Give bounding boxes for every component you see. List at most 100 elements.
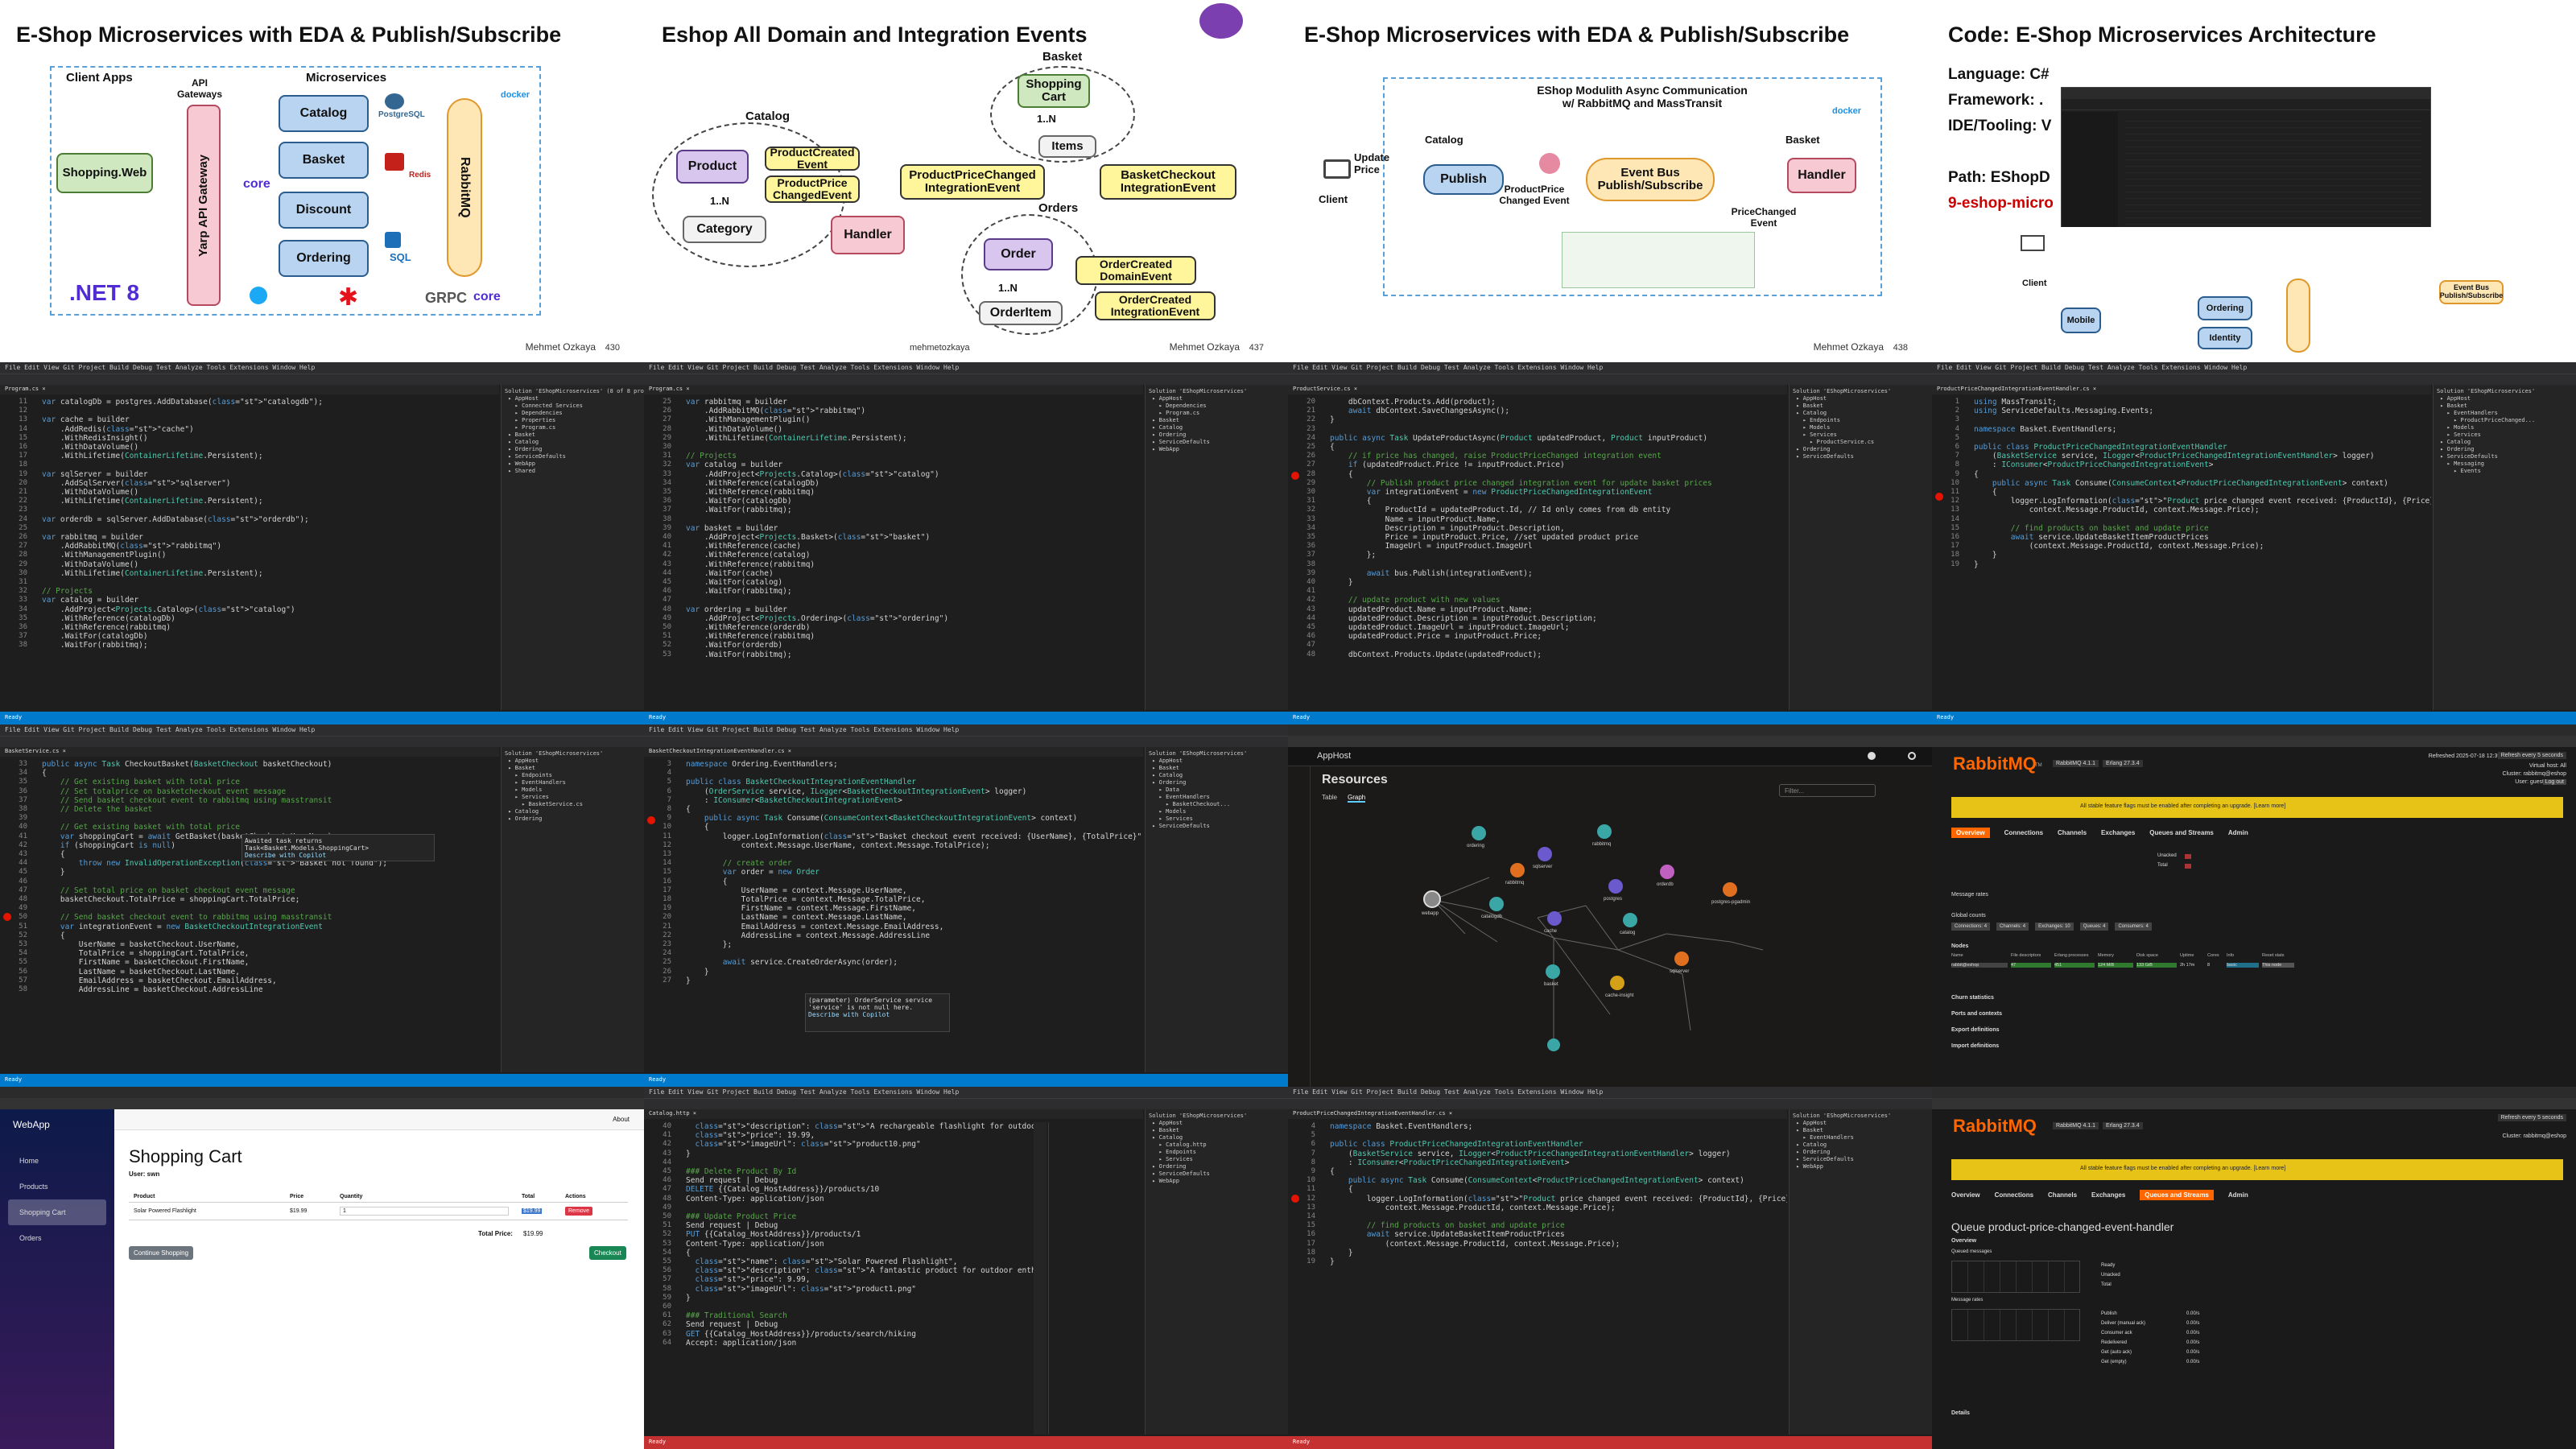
code-line[interactable]: FirstName = basketCheckout.FirstName, <box>42 958 250 968</box>
code-line[interactable]: var ordering = builder <box>686 605 787 614</box>
editor-tabs[interactable]: BasketCheckoutIntegrationEventHandler.cs… <box>644 747 1143 757</box>
code-line[interactable]: context.Message.ProductId, context.Messa… <box>1974 506 2260 515</box>
tab-channels[interactable]: Channels <box>2058 829 2087 836</box>
section-churn[interactable]: Churn statistics <box>1951 995 1994 1001</box>
code-line[interactable] <box>1330 560 1787 569</box>
code-line[interactable] <box>42 407 499 415</box>
code-line[interactable]: logger.LogInformation(class="st">"Produc… <box>1330 1194 1787 1203</box>
code-line[interactable]: // create order <box>686 859 792 869</box>
code-editor[interactable]: namespace Basket.EventHandlers; public c… <box>1330 1122 1787 1435</box>
resource-node[interactable] <box>1547 911 1562 926</box>
browser-tab-strip[interactable] <box>1932 724 2576 736</box>
tab-exchanges[interactable]: Exchanges <box>2101 829 2136 836</box>
code-line[interactable] <box>686 515 1143 524</box>
code-line[interactable]: .AddRabbitMQ(class="st">"rabbitmq") <box>42 542 222 551</box>
section-ports[interactable]: Ports and contexts <box>1951 1011 2003 1017</box>
code-line[interactable]: public async Task CheckoutBasket(BasketC… <box>42 760 332 769</box>
refresh-select[interactable]: Refresh every 5 seconds <box>2497 1114 2566 1121</box>
code-line[interactable] <box>1330 1131 1787 1140</box>
code-line[interactable] <box>1974 515 2431 524</box>
code-line[interactable]: } <box>1330 415 1335 425</box>
code-line[interactable]: UserName = context.Message.UserName, <box>686 886 907 895</box>
code-line[interactable]: .AddRabbitMQ(class="st">"rabbitmq") <box>686 407 866 416</box>
code-line[interactable]: { <box>686 823 709 832</box>
code-line[interactable]: // Set total price on basket checkout ev… <box>42 886 295 895</box>
code-line[interactable]: .WithManagementPlugin() <box>42 551 167 560</box>
code-line[interactable]: .WithLifetime(ContainerLifetime.Persiste… <box>42 497 263 506</box>
code-line[interactable]: Send request | Debug <box>686 1176 778 1186</box>
code-line[interactable]: GET {{Catalog_HostAddress}}/products/sea… <box>686 1329 916 1339</box>
editor-tabs[interactable]: Program.cs × <box>0 385 499 394</box>
code-line[interactable]: ### Traditional Search <box>686 1311 787 1321</box>
resource-node[interactable] <box>1538 847 1552 861</box>
tab-connections[interactable]: Connections <box>1994 1191 2034 1199</box>
code-line[interactable]: await bus.Publish(integrationEvent); <box>1366 568 1533 578</box>
resource-node[interactable] <box>1423 890 1441 908</box>
code-line[interactable]: } <box>1330 1248 1353 1257</box>
menu-bar[interactable]: File Edit View Git Project Build Debug T… <box>1288 1087 1932 1098</box>
code-line[interactable]: { <box>1330 469 1353 479</box>
code-line[interactable]: var catalogDb = postgres.AddDatabase(cla… <box>42 398 323 407</box>
code-editor[interactable]: public async Task CheckoutBasket(BasketC… <box>42 760 499 1072</box>
resource-graph[interactable] <box>1312 805 1932 1087</box>
code-line[interactable]: EmailAddress = basketCheckout.EmailAddre… <box>42 976 277 985</box>
checkout-button[interactable]: Checkout <box>589 1246 626 1260</box>
code-line[interactable]: { <box>1330 443 1335 452</box>
code-line[interactable]: // Get existing basket with total price <box>42 778 240 787</box>
code-line[interactable] <box>1330 587 1787 596</box>
code-line[interactable]: var sqlServer = builder <box>42 469 148 479</box>
code-line[interactable]: // Delete the basket <box>42 805 153 815</box>
code-line[interactable]: TotalPrice = context.Message.TotalPrice, <box>686 895 926 905</box>
code-line[interactable]: } <box>686 1149 691 1158</box>
code-line[interactable]: public async Task UpdateProductAsync(Pro… <box>1330 433 1708 443</box>
code-editor[interactable]: var catalogDb = postgres.AddDatabase(cla… <box>42 398 499 710</box>
code-line[interactable]: PUT {{Catalog_HostAddress}}/products/1 <box>686 1230 861 1240</box>
code-line[interactable] <box>42 460 499 469</box>
code-line[interactable]: dbContext.Products.Add(product); <box>1330 398 1496 407</box>
code-line[interactable]: { <box>1330 497 1372 506</box>
code-line[interactable]: (BasketService service, ILogger<ProductP… <box>1974 452 2375 461</box>
code-line[interactable]: .AddProject<Projects.Basket>(class="st">… <box>686 533 931 543</box>
code-line[interactable]: // Get existing basket with total price <box>42 823 240 832</box>
code-line[interactable]: public async Task Consume(ConsumeContext… <box>1348 1176 1744 1186</box>
code-line[interactable]: if (updatedProduct.Price != inputProduct… <box>1348 460 1565 470</box>
code-line[interactable] <box>686 1302 1046 1311</box>
browser-tab-strip[interactable] <box>1932 1087 2576 1098</box>
code-line[interactable]: DELETE {{Catalog_HostAddress}}/products/… <box>686 1185 880 1195</box>
code-line[interactable]: namespace Basket.EventHandlers; <box>1330 1122 1473 1131</box>
code-line[interactable]: { <box>686 877 728 886</box>
code-line[interactable]: // update product with new values <box>1330 596 1501 605</box>
editor-tabs[interactable]: ProductPriceChangedIntegrationEventHandl… <box>1932 385 2431 394</box>
code-line[interactable]: .WithReference(rabbitmq) <box>686 488 815 497</box>
code-line[interactable]: public async Task Consume(ConsumeContext… <box>704 814 1078 824</box>
tooltip-copilot-link[interactable]: Describe with Copilot <box>808 1011 890 1018</box>
code-line[interactable]: public class ProductPriceChangedIntegrat… <box>1330 1140 1583 1150</box>
code-line[interactable]: .AddProject<Projects.Ordering>(class="st… <box>686 613 949 623</box>
code-editor[interactable]: var rabbitmq = builder .AddRabbitMQ(clas… <box>686 398 1143 710</box>
code-line[interactable]: logger.LogInformation(class="st">"Basket… <box>686 832 1143 841</box>
solution-explorer[interactable]: Solution 'EShopMicroservices' (8 of 8 pr… <box>501 385 644 710</box>
code-line[interactable]: FirstName = context.Message.FirstName, <box>686 904 916 914</box>
code-line[interactable]: // find products on basket and update pr… <box>1330 1221 1565 1231</box>
code-line[interactable]: LastName = context.Message.LastName, <box>686 913 907 923</box>
nav-home[interactable]: Home <box>19 1157 39 1165</box>
code-line[interactable]: var basket = builder <box>686 523 778 533</box>
about-link[interactable]: About <box>613 1116 630 1123</box>
code-line[interactable]: (OrderService service, ILogger<BasketChe… <box>686 786 1027 796</box>
code-line[interactable]: Send request | Debug <box>686 1320 778 1330</box>
resource-node[interactable] <box>1610 976 1624 990</box>
code-line[interactable]: var integrationEvent = new ProductPriceC… <box>1366 488 1653 497</box>
side-nav[interactable] <box>1288 766 1311 1087</box>
view-tab-graph[interactable]: Graph <box>1348 794 1366 803</box>
breakpoint-icon[interactable] <box>647 816 655 824</box>
code-line[interactable]: .WaitFor(catalog) <box>686 578 783 588</box>
code-line[interactable]: dbContext.Products.Update(updatedProduct… <box>1330 650 1542 659</box>
code-line[interactable]: using ServiceDefaults.Messaging.Events; <box>1974 407 2154 416</box>
code-line[interactable]: Content-Type: application/json <box>686 1239 824 1249</box>
github-icon[interactable] <box>1868 752 1876 760</box>
count-queues[interactable]: Queues: 4 <box>2079 923 2109 931</box>
code-line[interactable]: .WithLifetime(ContainerLifetime.Persiste… <box>42 452 263 461</box>
browser-address-bar[interactable] <box>1932 1098 2576 1109</box>
code-line[interactable]: // if price has changed, raise ProductPr… <box>1330 452 1662 461</box>
code-line[interactable]: // Send basket checkout event to rabbitm… <box>42 913 332 923</box>
